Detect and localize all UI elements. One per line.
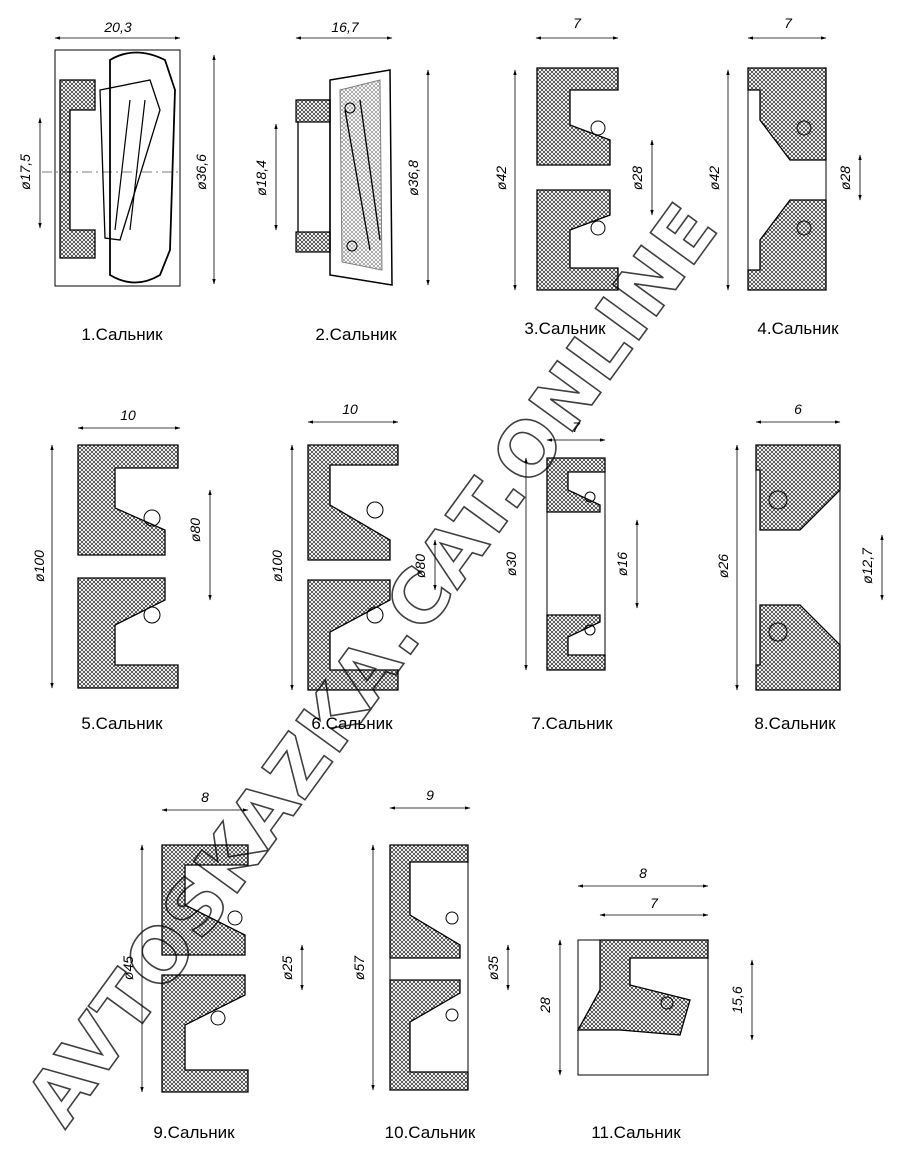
seal-8: 6 ø26 ø12,7 8.Сальник	[715, 401, 884, 733]
seal-11-width-dim: 8	[639, 865, 647, 881]
seal-5-caption: 5.Сальник	[81, 714, 163, 733]
seal-6: 10 ø100 ø80 6.Сальник	[269, 401, 437, 733]
seal-2-inner-dim: ø18,4	[253, 160, 269, 196]
seal-3-width-dim: 7	[573, 15, 582, 31]
seal-4-outer-dim: ø42	[706, 166, 722, 190]
seal-7-caption: 7.Сальник	[531, 714, 613, 733]
seal-8-caption: 8.Сальник	[754, 714, 836, 733]
seal-6-width-dim: 10	[342, 401, 358, 417]
seal-5-outer-dim: ø100	[31, 550, 47, 582]
seal-8-width-dim: 6	[794, 401, 802, 417]
seal-4-inner-dim: ø28	[837, 166, 853, 190]
seal-7-width-dim: 7	[572, 419, 581, 435]
seal-11-lip-width-dim: 7	[650, 895, 659, 911]
seal-5-width-dim: 10	[120, 407, 136, 423]
seal-8-inner-dim: ø12,7	[859, 547, 875, 584]
seal-10-caption: 10.Сальник	[385, 1123, 476, 1142]
seal-2-outer-dim: ø36,8	[405, 160, 421, 196]
seal-6-inner-dim: ø80	[412, 554, 428, 578]
seal-9-caption: 9.Сальник	[153, 1123, 235, 1142]
seal-11: 8 7 28 15,6 11.Сальник	[537, 865, 754, 1142]
seal-1-inner-dim: ø17,5	[17, 154, 33, 190]
seal-10-outer-dim: ø57	[351, 955, 367, 980]
seal-7-outer-dim: ø30	[503, 552, 519, 576]
seal-7: 7 ø30 ø16 7.Сальник	[503, 419, 639, 733]
seal-8-outer-dim: ø26	[715, 554, 731, 578]
seal-11-caption: 11.Сальник	[591, 1123, 681, 1142]
seal-4-width-dim: 7	[784, 15, 793, 31]
seal-4-caption: 4.Сальник	[757, 319, 839, 338]
seal-4: 7 ø42 ø28 4.Сальник	[706, 15, 862, 338]
seal-1-width-dim: 20,3	[103, 19, 131, 35]
seal-2-caption: 2.Сальник	[315, 325, 397, 344]
seal-3: 7 ø42 ø28 3.Сальник	[493, 15, 654, 338]
seal-11-lip-dim: 15,6	[729, 986, 745, 1013]
seal-10-width-dim: 9	[426, 787, 434, 803]
seal-1-caption: 1.Сальник	[81, 325, 163, 344]
seal-9-width-dim: 8	[201, 789, 209, 805]
seal-9: 8 ø45 ø25 9.Сальник	[120, 789, 304, 1142]
seal-5-inner-dim: ø80	[187, 518, 203, 542]
seal-3-inner-dim: ø28	[629, 166, 645, 190]
seal-6-outer-dim: ø100	[269, 550, 285, 582]
seal-3-outer-dim: ø42	[493, 166, 509, 190]
seal-1: 20,3 ø17,5 ø36,6 1.Сальник	[17, 19, 216, 344]
seal-7-inner-dim: ø16	[614, 552, 630, 576]
seal-11-height-dim: 28	[537, 997, 553, 1014]
seal-1-outer-dim: ø36,6	[193, 154, 209, 190]
seal-10: 9 ø57 ø35 10.Сальник	[351, 787, 510, 1142]
seal-3-caption: 3.Сальник	[524, 319, 606, 338]
seal-9-inner-dim: ø25	[279, 956, 295, 980]
seal-2-width-dim: 16,7	[331, 19, 359, 35]
seal-5: 10 ø100 ø80 5.Сальник	[31, 407, 212, 733]
seal-9-outer-dim: ø45	[120, 956, 136, 980]
seal-2: 16,7 ø18,4 ø36,8 2.Сальник	[253, 19, 430, 344]
seal-10-inner-dim: ø35	[485, 956, 501, 980]
seal-6-caption: 6.Сальник	[311, 714, 393, 733]
